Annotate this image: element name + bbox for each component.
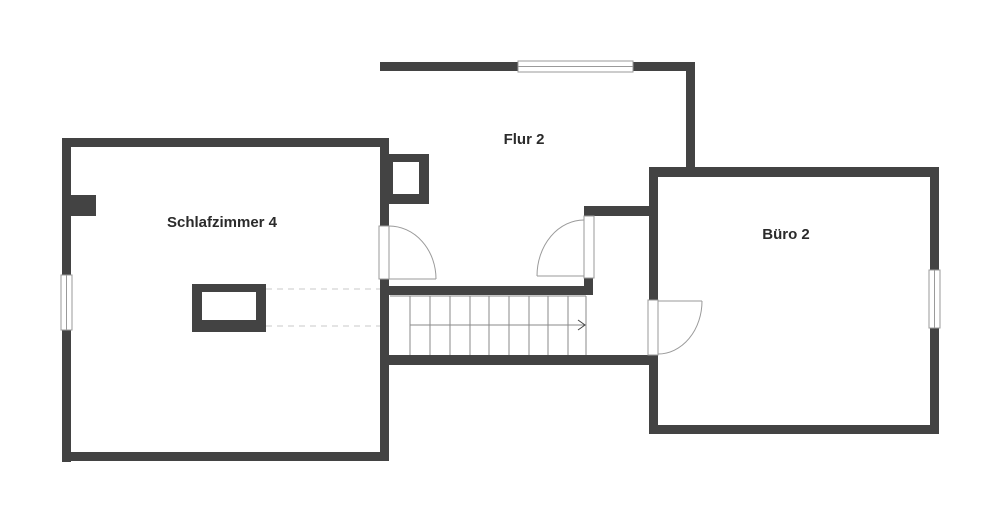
windows: [60, 60, 941, 331]
door-flur-right: [536, 215, 595, 279]
room-label-schlafzimmer-4: Schlafzimmer 4: [167, 214, 278, 231]
room-label-buero-2: Büro 2: [762, 226, 810, 243]
room-labels: Schlafzimmer 4 Flur 2 Büro 2: [167, 131, 810, 243]
room-label-flur-2: Flur 2: [504, 131, 545, 148]
projection-lines: [266, 288, 382, 327]
window-schlafzimmer-left: [60, 274, 73, 331]
chimney-block: [71, 195, 96, 216]
window-flur-top: [517, 60, 634, 73]
staircase: [390, 295, 587, 357]
door-buero: [647, 299, 703, 356]
doors: [378, 215, 703, 356]
door-schlafzimmer: [378, 225, 437, 280]
window-buero-right: [928, 269, 941, 329]
stair-direction-arrow: [577, 319, 586, 331]
walls: [62, 62, 939, 462]
